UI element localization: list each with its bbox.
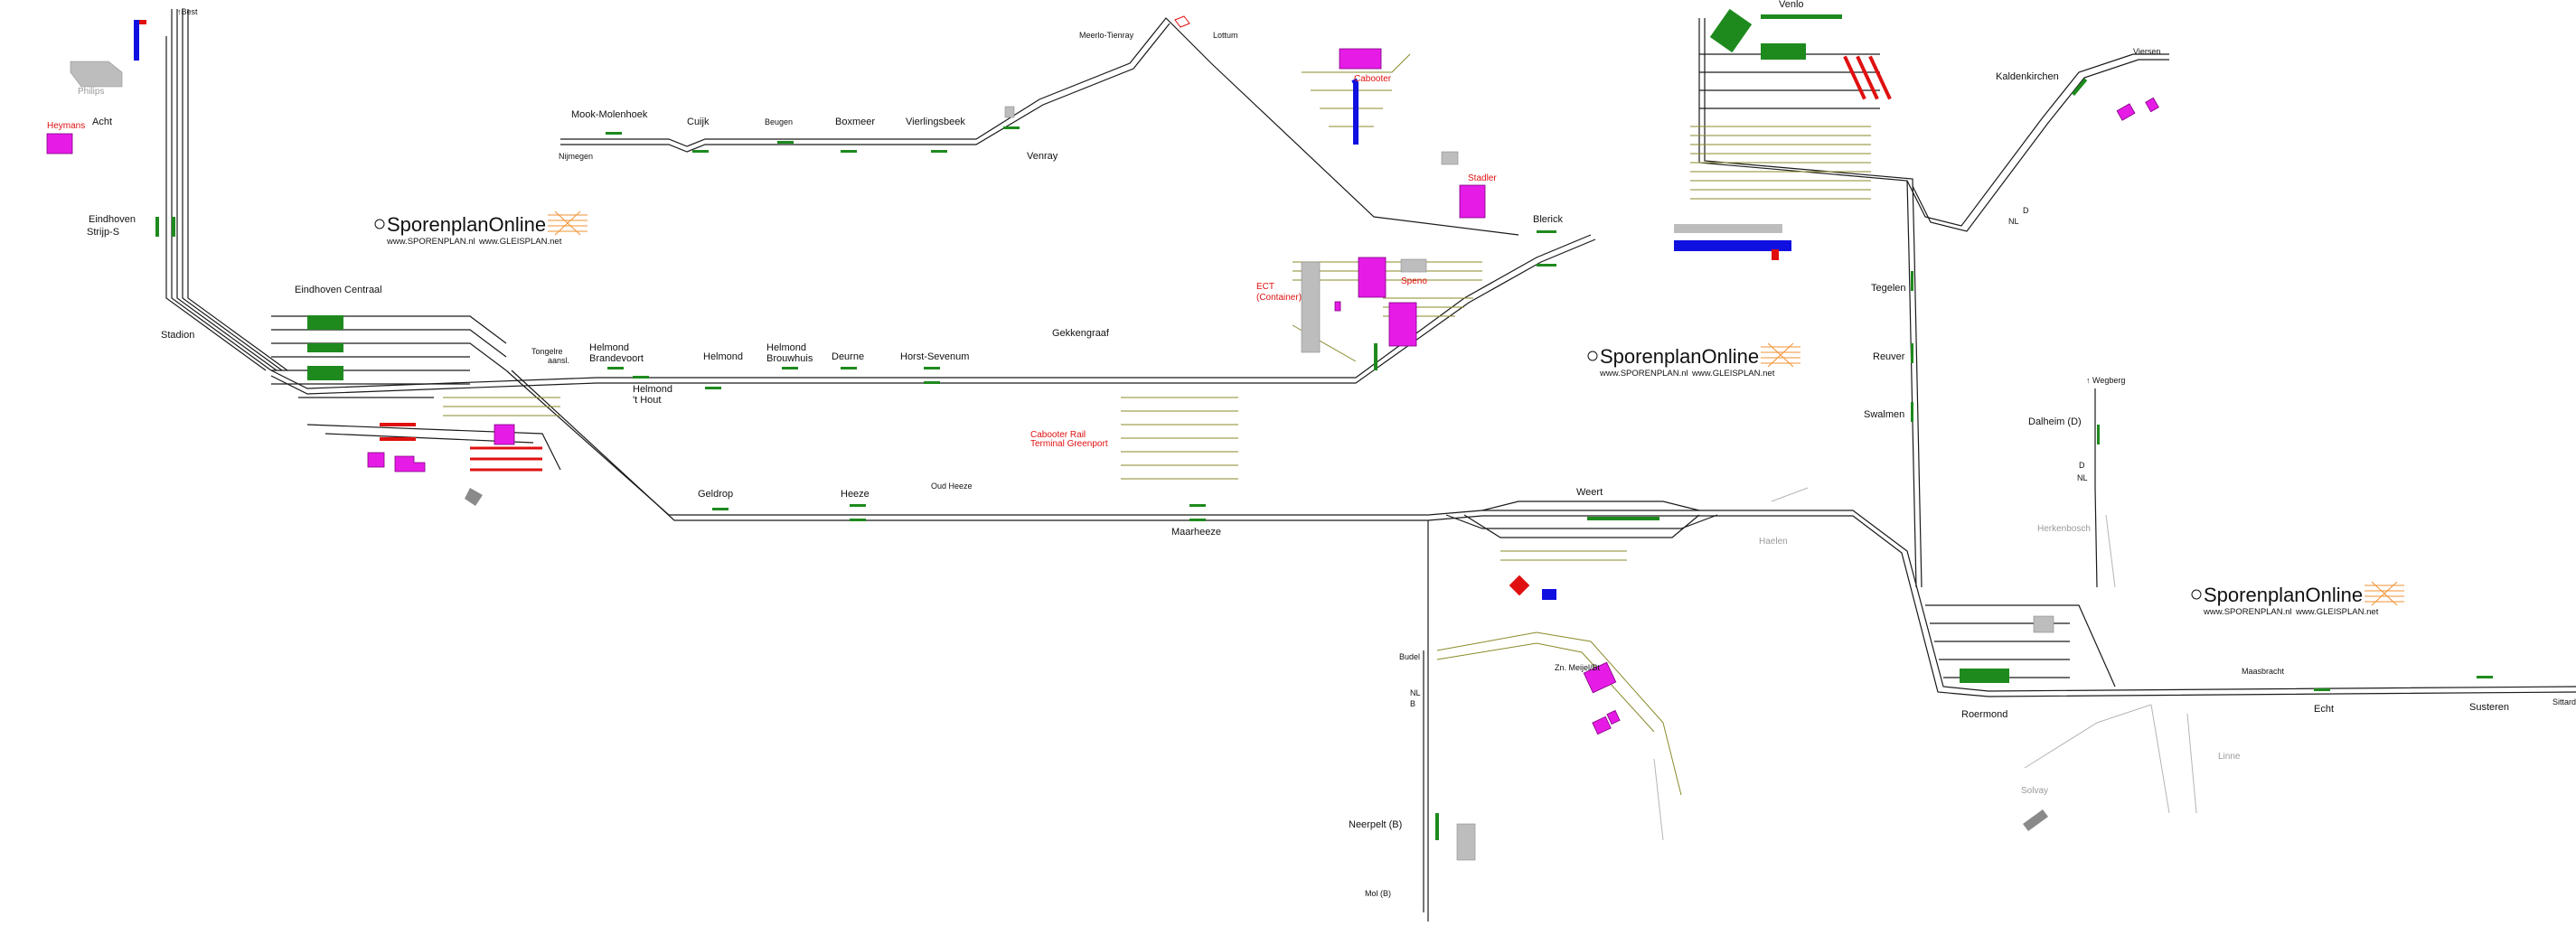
label-tegelen: Tegelen [1871, 283, 1906, 294]
label-maasbracht: Maasbracht [2242, 667, 2285, 676]
label-horst-sevenum: Horst-Sevenum [900, 351, 969, 362]
label-meerlo: Meerlo-Tienray [1079, 31, 1134, 40]
logo-url1: www.SPORENPLAN.nl [2203, 607, 2292, 617]
venlo-yard [1690, 53, 1880, 200]
label-kaldenkirchen: Kaldenkirchen [1996, 71, 2059, 82]
label-solvay: Solvay [2021, 786, 2048, 796]
logo-name: SporenplanOnline [2204, 584, 2363, 606]
label-eindhoven-centraal: Eindhoven Centraal [295, 285, 382, 295]
label-d-border2: D [2023, 206, 2029, 215]
logo-name: SporenplanOnline [1600, 345, 1759, 368]
label-susteren: Susteren [2469, 702, 2509, 713]
label-helmond-brandevoort-2: Brandevoort [589, 353, 644, 364]
label-swalmen: Swalmen [1864, 409, 1904, 420]
label-herkenbosch: Herkenbosch [2037, 524, 2091, 534]
label-ect-1: ECT [1256, 282, 1274, 292]
label-nl-b-2: B [1410, 699, 1415, 708]
greenport-sidings [1121, 397, 1238, 480]
label-helmond: Helmond [703, 351, 743, 362]
label-ect-2: (Container) [1256, 293, 1302, 303]
label-tongelre-1: Tongelre [531, 347, 563, 356]
label-nl-border2: NL [2008, 217, 2019, 226]
label-cuijk: Cuijk [687, 117, 710, 127]
label-eindhoven-strijp-2: Strijp-S [87, 227, 119, 238]
label-mol: Mol (B) [1365, 889, 1391, 898]
label-nl-border: NL [2077, 473, 2088, 482]
label-reuver: Reuver [1873, 351, 1905, 362]
label-helmond-brouwhuis-2: Brouwhuis [766, 353, 813, 364]
logo-watermark-1: SporenplanOnline www.SPORENPLAN.nl www.G… [374, 210, 588, 247]
logo-url1: www.SPORENPLAN.nl [1599, 369, 1688, 379]
label-vierlingsbeek: Vierlingsbeek [906, 117, 965, 127]
weert-yard [1445, 500, 1718, 561]
label-blerick: Blerick [1533, 214, 1564, 225]
label-echt: Echt [2314, 704, 2334, 715]
label-d-border: D [2079, 461, 2085, 470]
label-acht: Acht [92, 117, 112, 127]
label-viersen: Viersen [2133, 47, 2160, 56]
label-nijmegen: Nijmegen [559, 152, 593, 161]
label-speno: Speno [1401, 276, 1427, 286]
logo-url2: www.GLEISPLAN.net [2295, 607, 2379, 617]
inactive-lines [1653, 487, 2197, 841]
label-helmond-brandevoort-1: Helmond [589, 342, 629, 353]
logo-watermark-3: SporenplanOnline www.SPORENPLAN.nl www.G… [2191, 581, 2404, 617]
logo-name: SporenplanOnline [387, 213, 546, 236]
label-budel: Budel [1399, 652, 1420, 661]
label-geldrop: Geldrop [698, 489, 733, 500]
label-boxmeer: Boxmeer [835, 117, 875, 127]
logo-url2: www.GLEISPLAN.net [1691, 369, 1775, 379]
logo-url2: www.GLEISPLAN.net [478, 237, 562, 247]
label-oud-heeze: Oud Heeze [931, 482, 973, 491]
blerick-sidings [1292, 53, 1482, 362]
label-roermond: Roermond [1961, 709, 2007, 720]
label-heeze: Heeze [841, 489, 870, 500]
label-weert: Weert [1576, 487, 1603, 498]
label-philips: Philips [78, 87, 104, 97]
main-tracks [165, 9, 2576, 921]
label-grubbenvorst: Gekkengraaf [1052, 328, 1110, 339]
label-best: ↑Best [177, 7, 198, 16]
label-stadion: Stadion [161, 330, 194, 341]
budel-sidings [1436, 631, 1682, 796]
label-lottum: Lottum [1213, 31, 1238, 40]
roermond-yard [1925, 604, 2116, 687]
label-helmond-t-hout-2: 't Hout [633, 395, 661, 406]
label-helmond-brouwhuis-1: Helmond [766, 342, 806, 353]
station-labels: ↑Best Philips Heymans Acht Eindhoven Str… [47, 0, 2576, 898]
label-haelen: Haelen [1759, 537, 1788, 547]
label-venlo: Venlo [1779, 0, 1804, 10]
label-zn-meijel: Zn. Meijel/Bt [1555, 663, 1601, 672]
label-helmond-t-hout-1: Helmond [633, 384, 672, 395]
label-cabooter: Cabooter [1354, 74, 1392, 84]
label-venray: Venray [1027, 151, 1058, 162]
label-cabooter-rail-2: Terminal Greenport [1030, 439, 1108, 449]
label-dalheim: Dalheim (D) [2028, 416, 2082, 427]
label-wegberg: ↑ Wegberg [2086, 376, 2125, 385]
label-sittard: Sittard [2552, 697, 2576, 706]
platforms [155, 8, 2493, 840]
logo-url1: www.SPORENPLAN.nl [386, 237, 475, 247]
label-heymans: Heymans [47, 121, 85, 131]
label-nl-b-1: NL [1410, 688, 1421, 697]
label-mook: Mook-Molenhoek [571, 109, 648, 120]
label-maarheeze: Maarheeze [1171, 527, 1221, 538]
facilities [46, 15, 2159, 861]
label-stadler: Stadler [1468, 173, 1497, 183]
label-eindhoven-strijp-1: Eindhoven [89, 214, 136, 225]
label-neerpelt: Neerpelt (B) [1349, 819, 1402, 830]
label-beugen: Beugen [765, 117, 793, 126]
logo-watermark-2: SporenplanOnline www.SPORENPLAN.nl www.G… [1587, 342, 1800, 379]
label-cabooter-rail-1: Cabooter Rail [1030, 430, 1086, 440]
label-linne: Linne [2218, 752, 2241, 762]
label-tongelre-2: aansl. [548, 356, 569, 365]
label-deurne: Deurne [832, 351, 864, 362]
